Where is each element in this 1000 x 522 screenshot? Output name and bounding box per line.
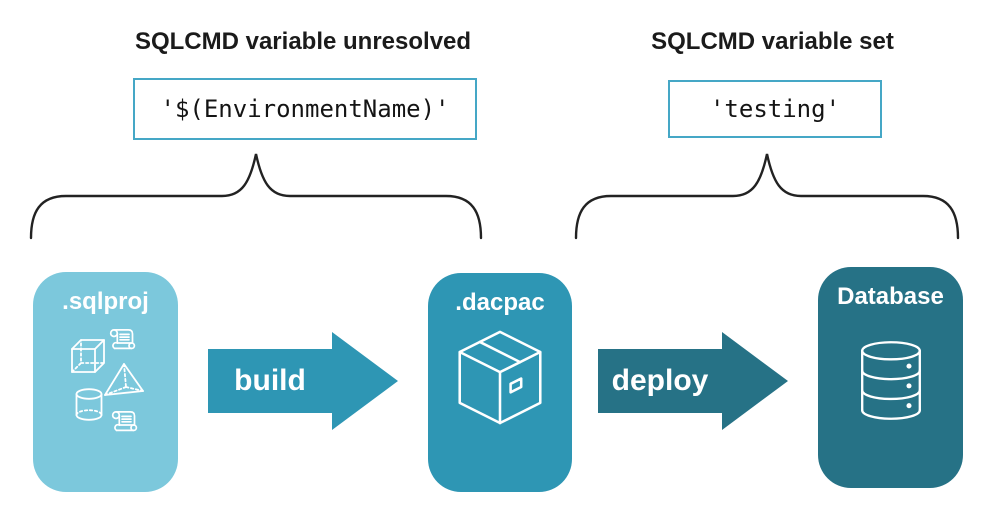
package-box-icon	[458, 330, 542, 425]
deploy-arrow-label: deploy	[611, 364, 709, 397]
sql-project-objects-icon	[71, 329, 144, 432]
stage-dacpac: .dacpac	[428, 273, 572, 492]
build-arrow-label: build	[234, 364, 306, 397]
stage-dacpac-label: .dacpac	[455, 289, 545, 316]
build-arrow	[208, 332, 398, 430]
code-box-testing-value: 'testing'	[668, 80, 882, 138]
deploy-arrow	[598, 332, 788, 430]
code-box-environment-variable: '$(EnvironmentName)'	[133, 78, 477, 140]
code-text-environment-variable: '$(EnvironmentName)'	[160, 95, 450, 123]
curly-brace-deploy-scope	[574, 153, 960, 240]
stage-sqlproj-label: .sqlproj	[62, 288, 149, 315]
code-text-testing-value: 'testing'	[709, 95, 841, 123]
curly-brace-build-scope	[29, 153, 483, 240]
stage-sqlproj: .sqlproj	[33, 272, 178, 492]
database-cylinder-icon	[861, 341, 921, 420]
heading-sqlcmd-unresolved: SQLCMD variable unresolved	[134, 28, 472, 55]
heading-sqlcmd-set: SQLCMD variable set	[651, 28, 894, 55]
stage-database-label: Database	[837, 283, 944, 310]
stage-database: Database	[818, 267, 963, 488]
